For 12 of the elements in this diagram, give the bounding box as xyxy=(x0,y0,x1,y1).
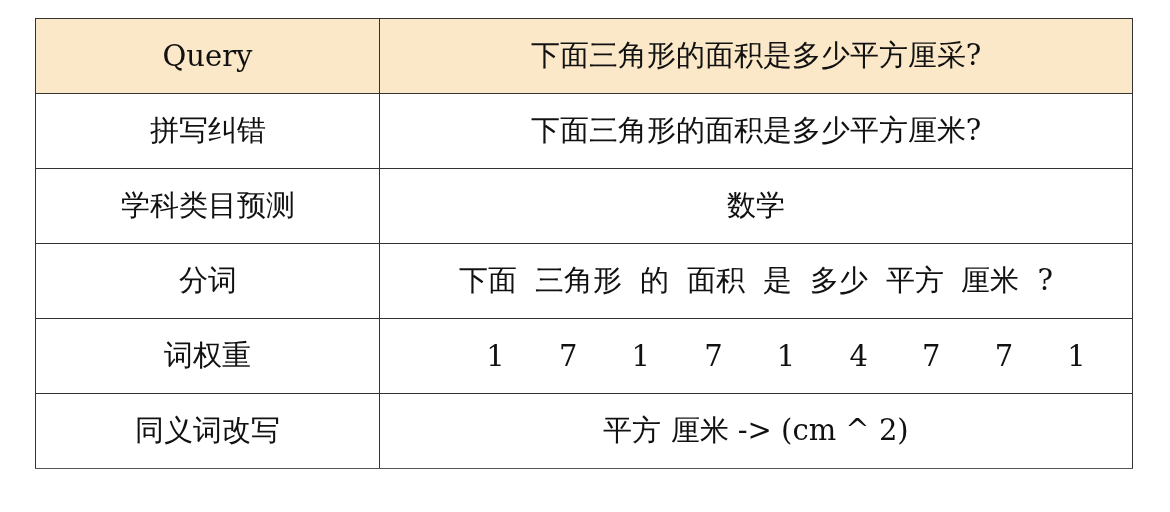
column-header: Query xyxy=(162,39,253,73)
row-label: 分词 xyxy=(178,263,237,297)
row-label: 拼写纠错 xyxy=(149,113,266,147)
cell-text: 下面 三角形 的 面积 是 多少 平方 厘米 ? xyxy=(459,263,1053,297)
cell-text: 1 7 1 7 1 4 7 7 1 xyxy=(485,339,1086,373)
row-label: 同义词改写 xyxy=(135,413,280,447)
cell-text: 下面三角形的面积是多少平方厘米? xyxy=(530,113,982,147)
query-text: 下面三角形的面积是多少平方厘采? xyxy=(530,38,982,72)
cell-text: 平方 厘米 -> (cm ^ 2) xyxy=(603,413,909,447)
cell-text: 数学 xyxy=(727,188,785,222)
row-label: 学科类目预测 xyxy=(120,188,295,222)
row-label: 词权重 xyxy=(164,338,251,372)
